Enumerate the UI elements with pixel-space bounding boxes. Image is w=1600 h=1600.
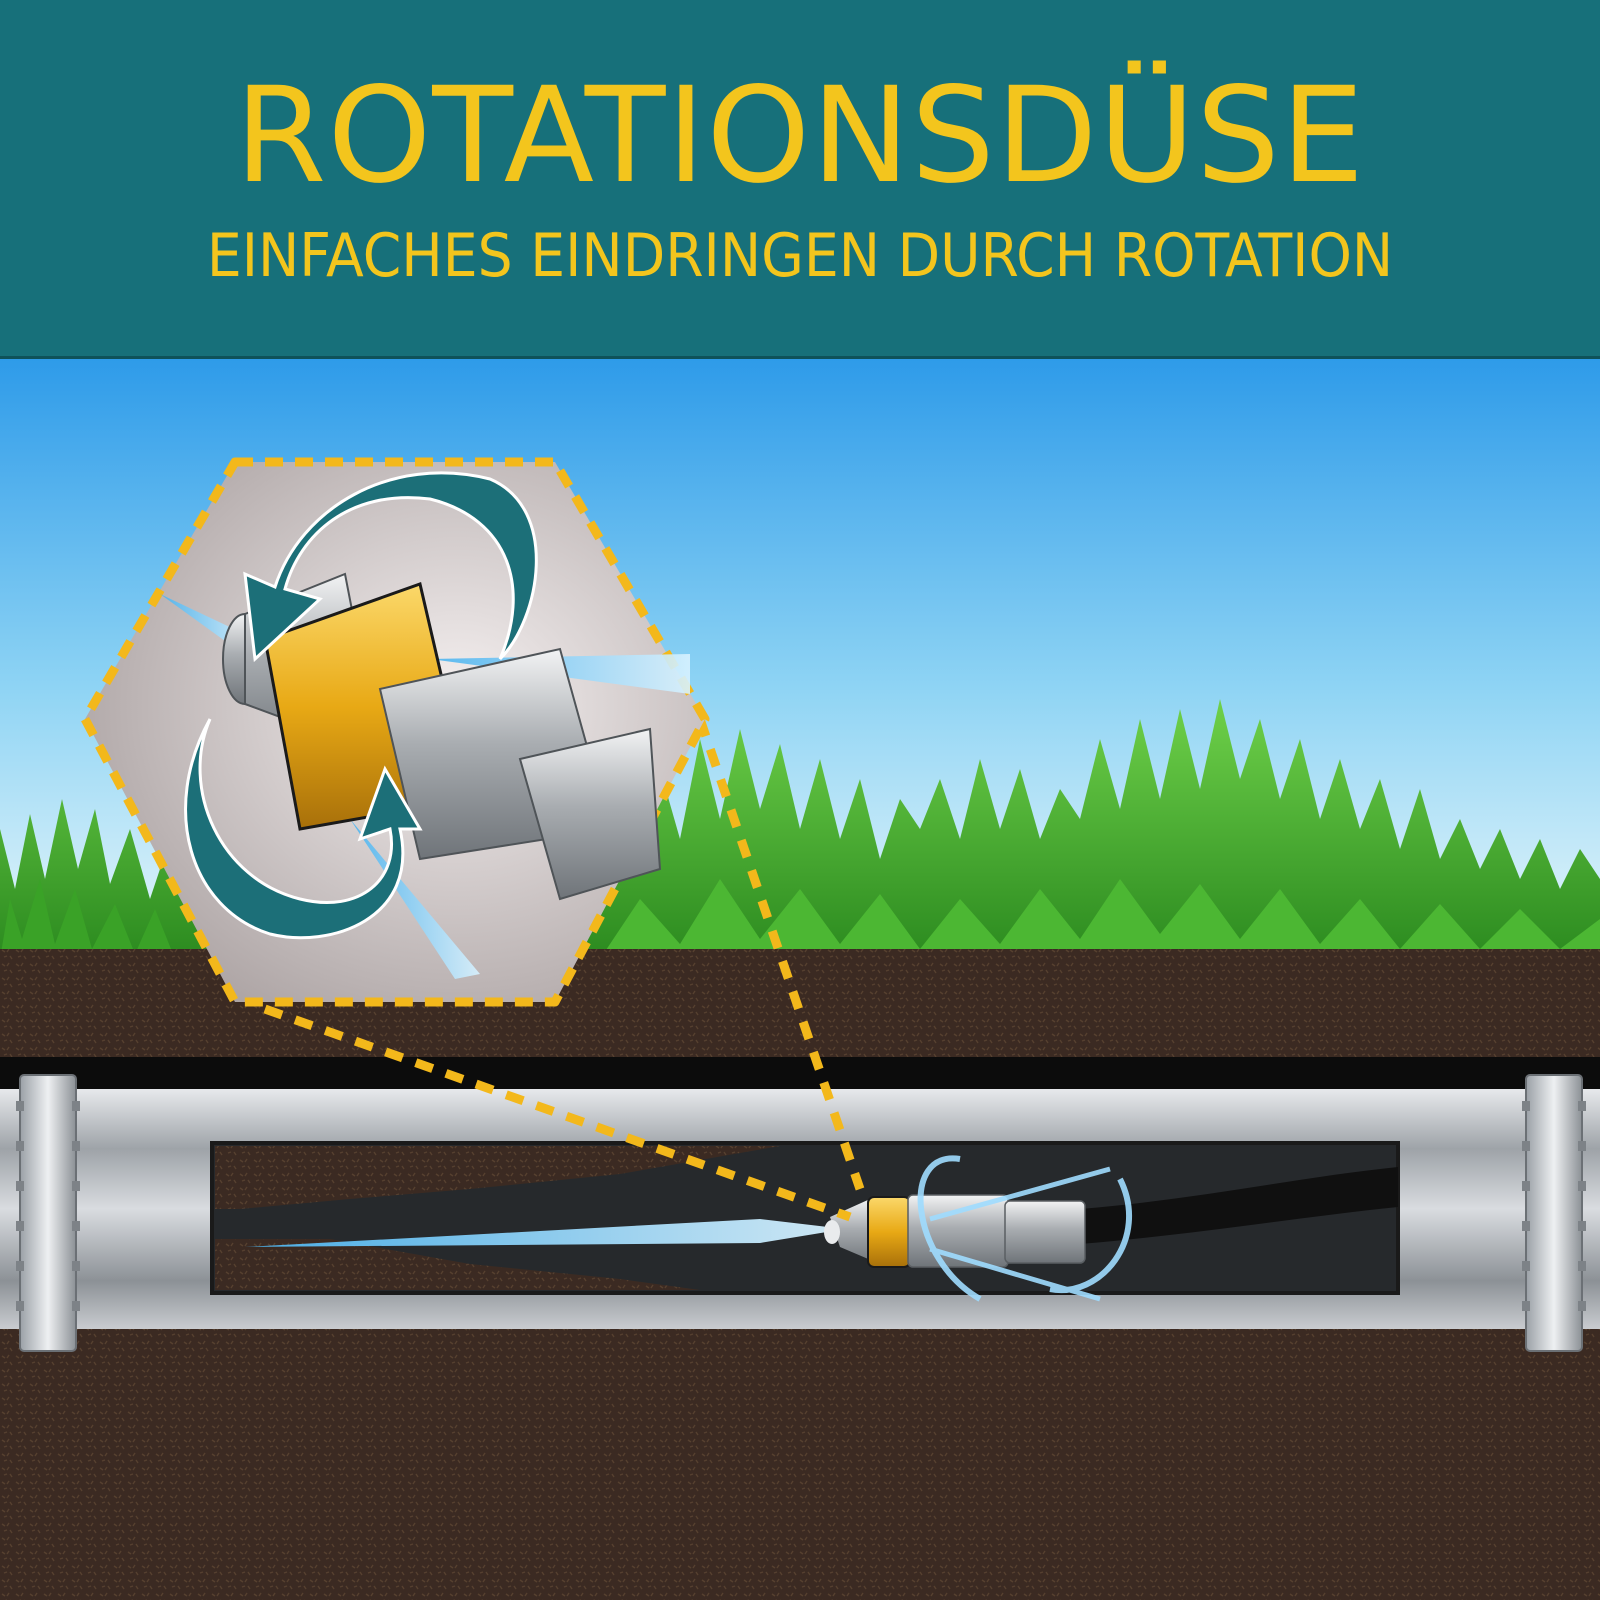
hose	[1080, 1167, 1398, 1244]
zoom-callout	[80, 457, 710, 1007]
rotation-arrow-icon	[184, 471, 538, 940]
zoom-connector-lines	[263, 717, 865, 1222]
page-subtitle: EINFACHES EINDRINGEN DURCH ROTATION	[206, 221, 1394, 291]
blockage-bottom	[215, 1239, 700, 1290]
left-flange	[19, 1074, 77, 1352]
right-flange	[1525, 1074, 1583, 1352]
rotation-jets-small	[917, 1155, 1133, 1302]
illustration-scene	[0, 359, 1600, 1600]
blockage-top	[215, 1146, 780, 1209]
pipe	[0, 1057, 1600, 1352]
forward-water-jet	[245, 1219, 845, 1247]
illustration-svg	[0, 359, 1600, 1600]
grass	[0, 699, 1600, 959]
header-banner: ROTATIONSDÜSE EINFACHES EINDRINGEN DURCH…	[0, 0, 1600, 359]
page-title: ROTATIONSDÜSE	[234, 59, 1366, 213]
